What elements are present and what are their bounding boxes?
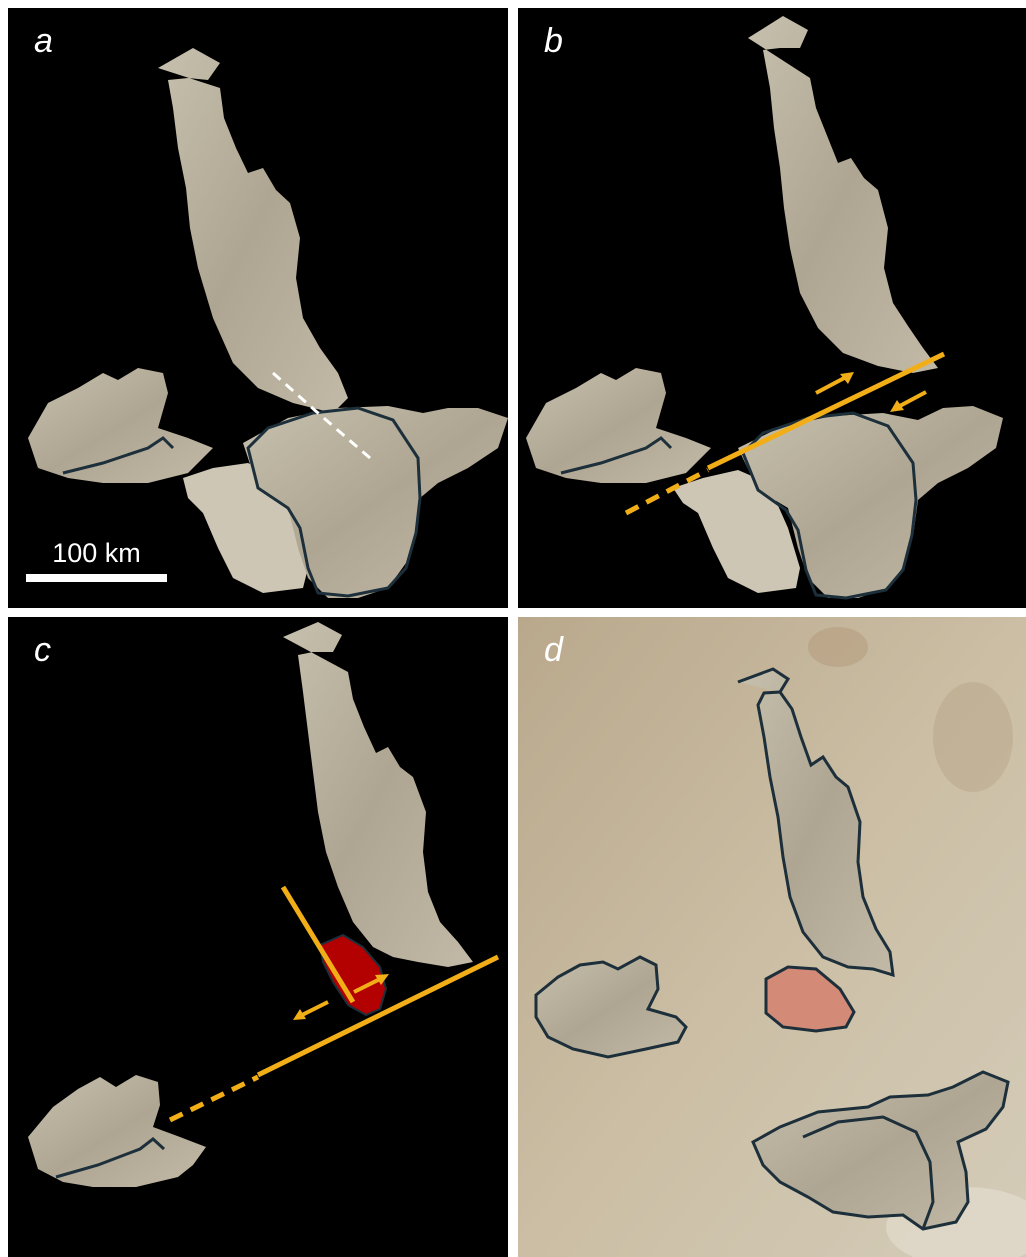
panel-label-c: c bbox=[34, 631, 51, 670]
panel-b-image bbox=[518, 8, 1026, 608]
panel-c: c bbox=[8, 617, 508, 1257]
panel-label-d: d bbox=[544, 631, 563, 670]
panel-d: d bbox=[518, 617, 1026, 1257]
left-mountain bbox=[526, 368, 711, 483]
tall-mountain bbox=[158, 48, 348, 413]
panel-d-image bbox=[518, 617, 1026, 1257]
slip-arrow-upper bbox=[816, 372, 854, 393]
panel-a-image bbox=[8, 8, 508, 608]
panel-a: a 100 km bbox=[8, 8, 508, 608]
left-mountain bbox=[28, 1075, 206, 1187]
left-mountain bbox=[28, 368, 213, 483]
tall-mountain bbox=[283, 622, 473, 967]
scale-bar-label: 100 km bbox=[26, 538, 167, 568]
opening-arrow-left bbox=[293, 1002, 328, 1020]
panel-label-a: a bbox=[34, 22, 53, 61]
slip-arrow-lower bbox=[890, 392, 926, 412]
scale-bar-line bbox=[26, 574, 167, 582]
panel-b: b bbox=[518, 8, 1026, 608]
fault-line-dashed bbox=[170, 1077, 258, 1120]
panel-c-image bbox=[8, 617, 508, 1257]
panel-label-b: b bbox=[544, 22, 563, 61]
scale-bar: 100 km bbox=[26, 538, 167, 582]
tall-mountain bbox=[748, 16, 938, 373]
